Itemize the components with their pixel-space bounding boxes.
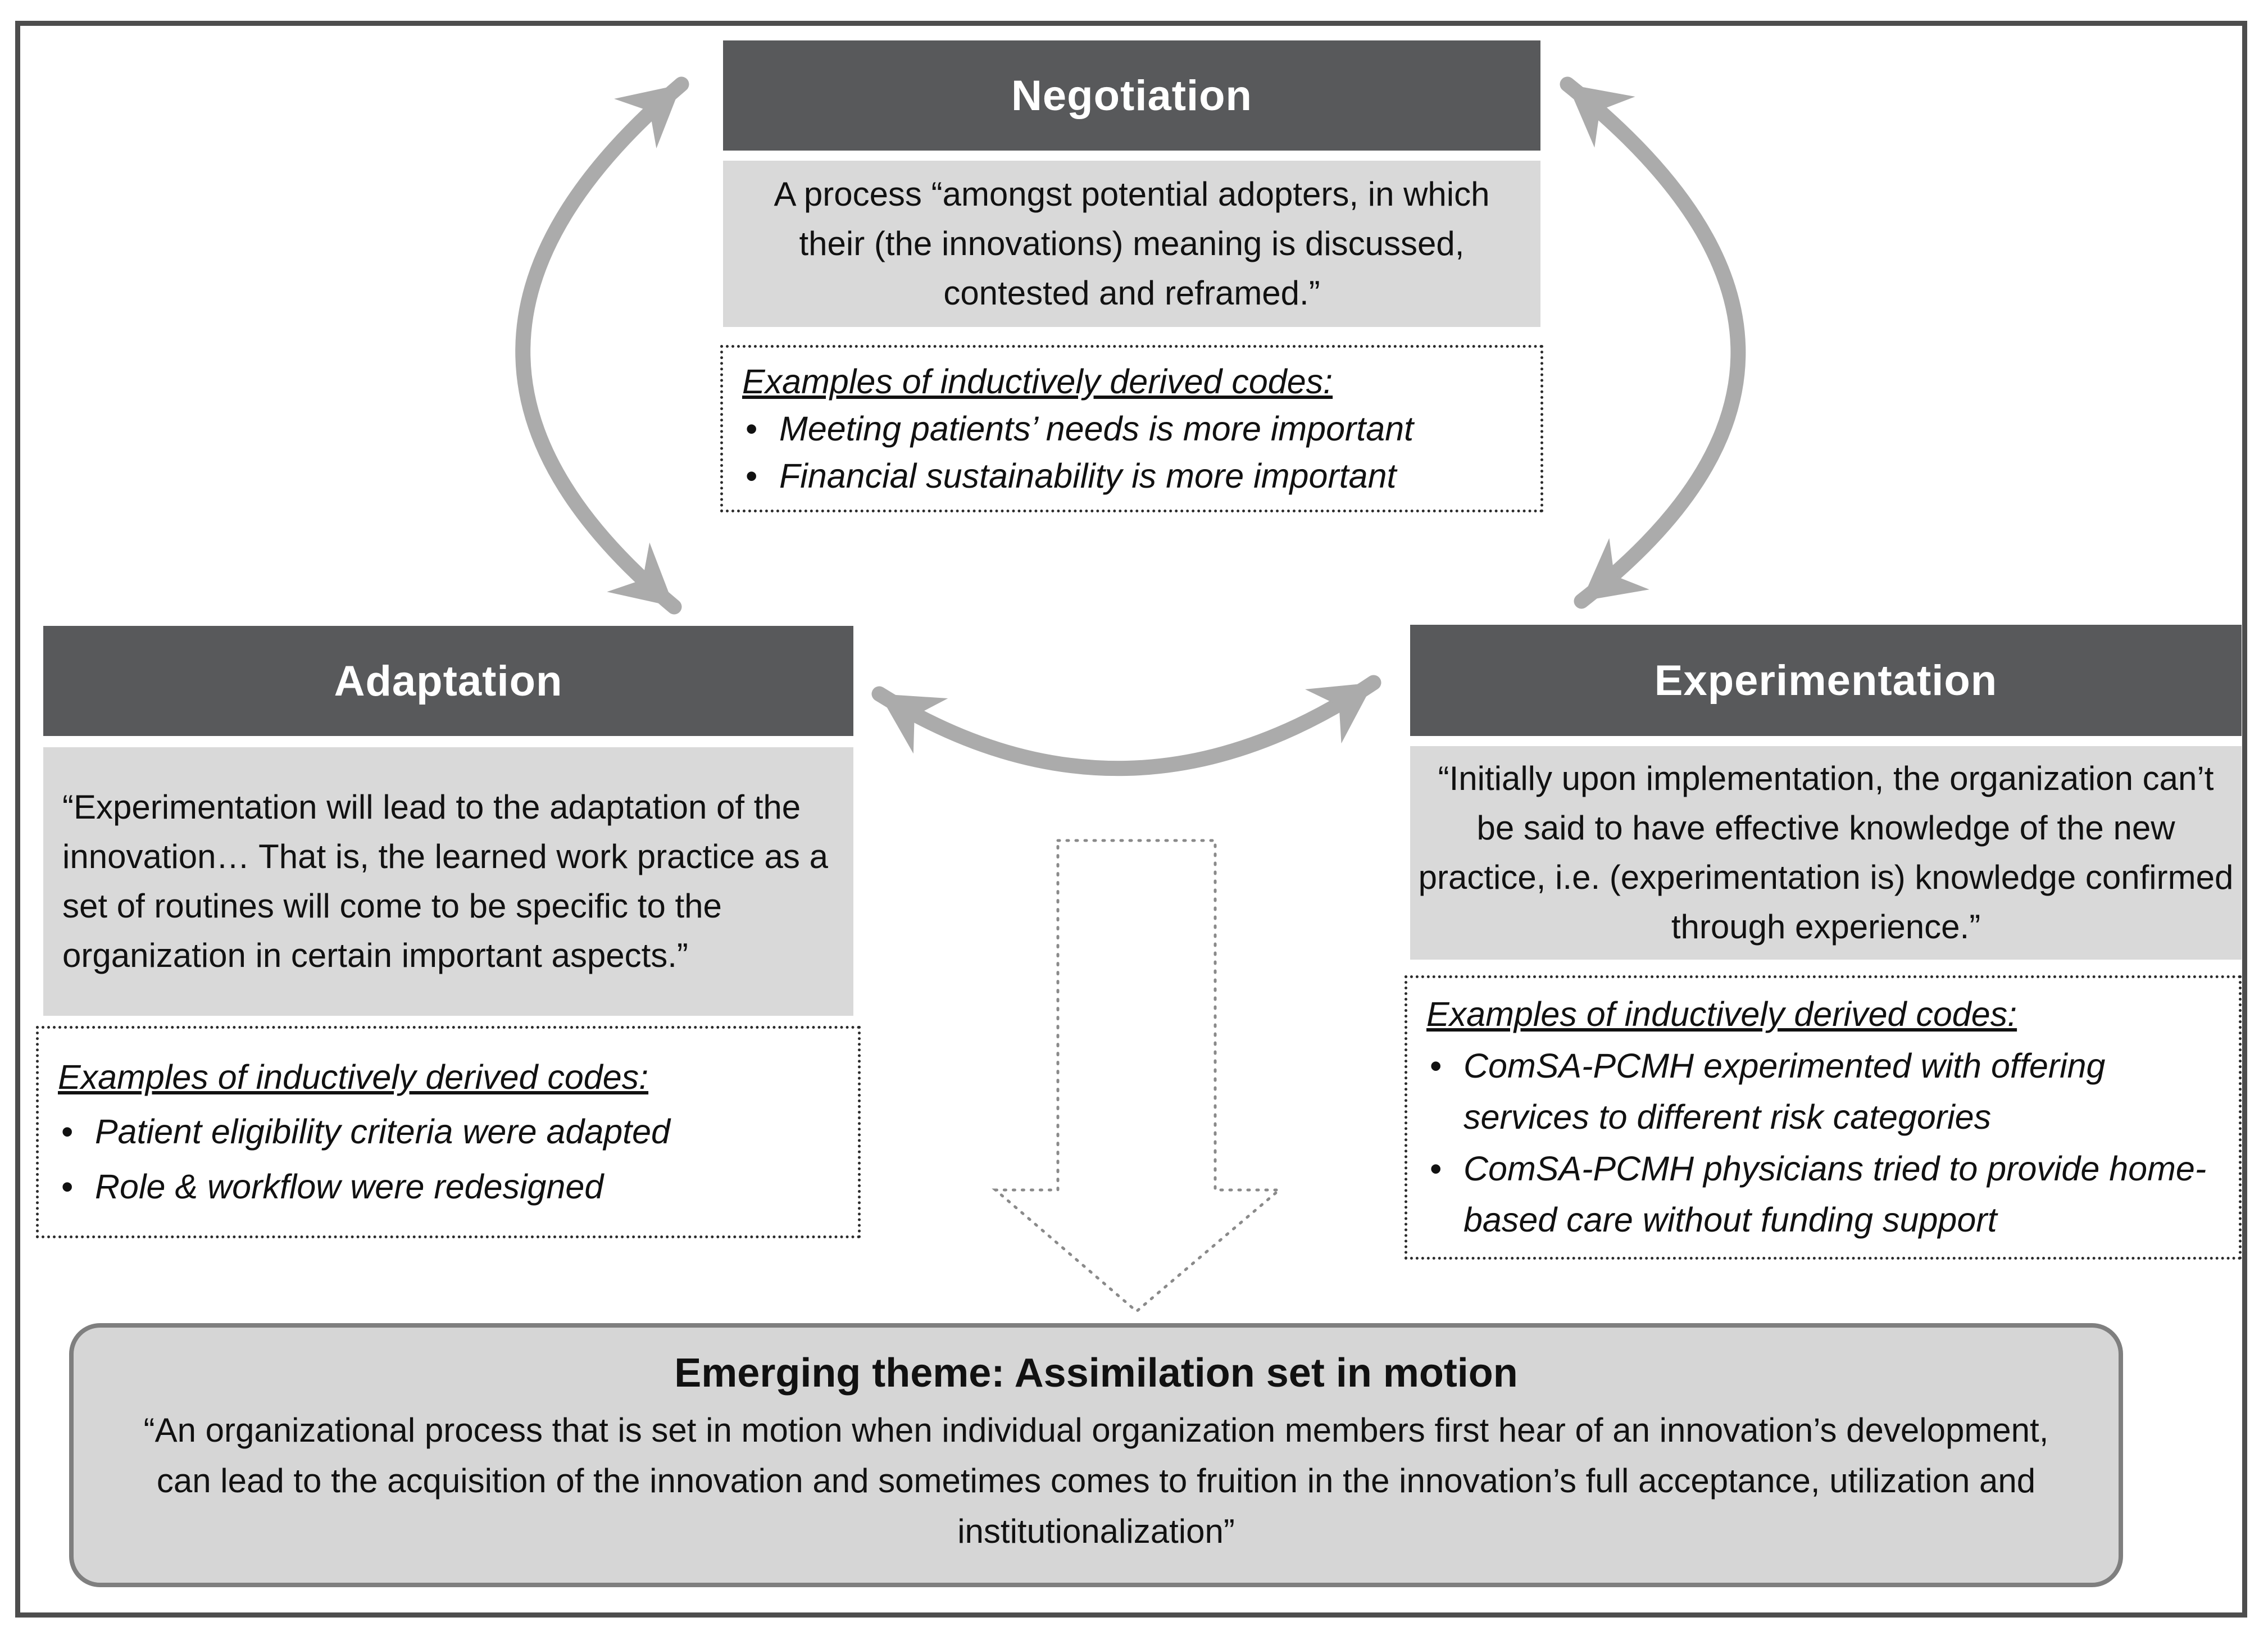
code-item: Role & workflow were redesigned [58, 1160, 839, 1215]
adaptation-definition-box: “Experimentation will lead to the adapta… [43, 747, 853, 1016]
emerging-theme-definition: “An organizational process that is set i… [143, 1411, 2049, 1550]
negotiation-definition: A process “amongst potential adopters, i… [774, 175, 1490, 312]
adaptation-codes-box: Examples of inductively derived codes: P… [36, 1026, 861, 1238]
experimentation-codes-box: Examples of inductively derived codes: C… [1405, 975, 2242, 1260]
experimentation-definition-box: “Initially upon implementation, the orga… [1410, 746, 2242, 960]
code-item: Meeting patients’ needs is more importan… [742, 405, 1521, 452]
codes-heading: Examples of inductively derived codes: [58, 1057, 649, 1096]
negotiation-header: Negotiation [723, 40, 1540, 151]
adaptation-header: Adaptation [43, 626, 853, 736]
code-item: Patient eligibility criteria were adapte… [58, 1105, 839, 1160]
codes-heading: Examples of inductively derived codes: [1426, 995, 2017, 1034]
codes-heading: Examples of inductively derived codes: [742, 362, 1333, 401]
experimentation-definition: “Initially upon implementation, the orga… [1418, 759, 2234, 946]
codes-list: Meeting patients’ needs is more importan… [742, 405, 1521, 500]
emerging-theme-title: Emerging theme: Assimilation set in moti… [674, 1351, 1518, 1396]
adaptation-title: Adaptation [334, 657, 563, 705]
code-item: Financial sustainability is more importa… [742, 452, 1521, 499]
emerging-theme-box: Emerging theme: Assimilation set in moti… [69, 1323, 2123, 1587]
negotiation-definition-box: A process “amongst potential adopters, i… [723, 161, 1540, 327]
codes-list: ComSA-PCMH experimented with offering se… [1426, 1041, 2220, 1246]
negotiation-title: Negotiation [1011, 71, 1252, 120]
adaptation-definition: “Experimentation will lead to the adapta… [62, 788, 828, 975]
codes-list: Patient eligibility criteria were adapte… [58, 1105, 839, 1214]
experimentation-title: Experimentation [1654, 656, 1998, 705]
code-item: ComSA-PCMH experimented with offering se… [1426, 1041, 2220, 1143]
code-item: ComSA-PCMH physicians tried to provide h… [1426, 1143, 2220, 1246]
experimentation-header: Experimentation [1410, 625, 2242, 736]
negotiation-codes-box: Examples of inductively derived codes: M… [720, 345, 1543, 512]
